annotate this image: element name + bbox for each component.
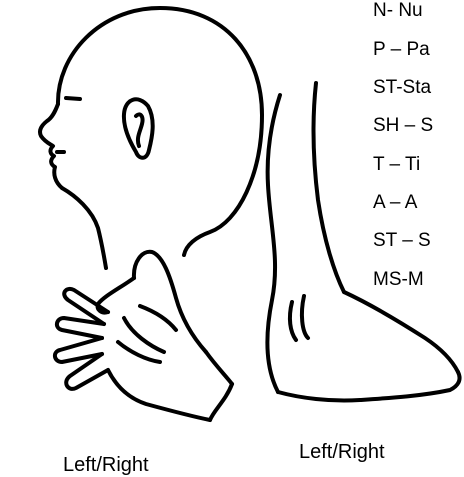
legend-item-sh: SH – S — [373, 115, 433, 137]
legend-item-a: A – A — [373, 192, 417, 214]
legend-item-n: N- Nu — [373, 0, 423, 22]
legend-item-ms: MS-M — [373, 269, 424, 291]
caption-left-right-foot: Left/Right — [299, 440, 385, 464]
abbreviation-legend: N- Nu P – Pa ST-Sta SH – S T – Ti A – A … — [373, 0, 464, 300]
legend-item-st-2: ST – S — [373, 230, 431, 252]
legend-item-st-1: ST-Sta — [373, 77, 431, 99]
caption-left-right-hand: Left/Right — [63, 453, 149, 477]
legend-item-p: P – Pa — [373, 39, 430, 61]
legend-item-t: T – Ti — [373, 154, 420, 176]
head-profile-drawing — [40, 8, 262, 268]
hand-drawing — [55, 252, 232, 420]
